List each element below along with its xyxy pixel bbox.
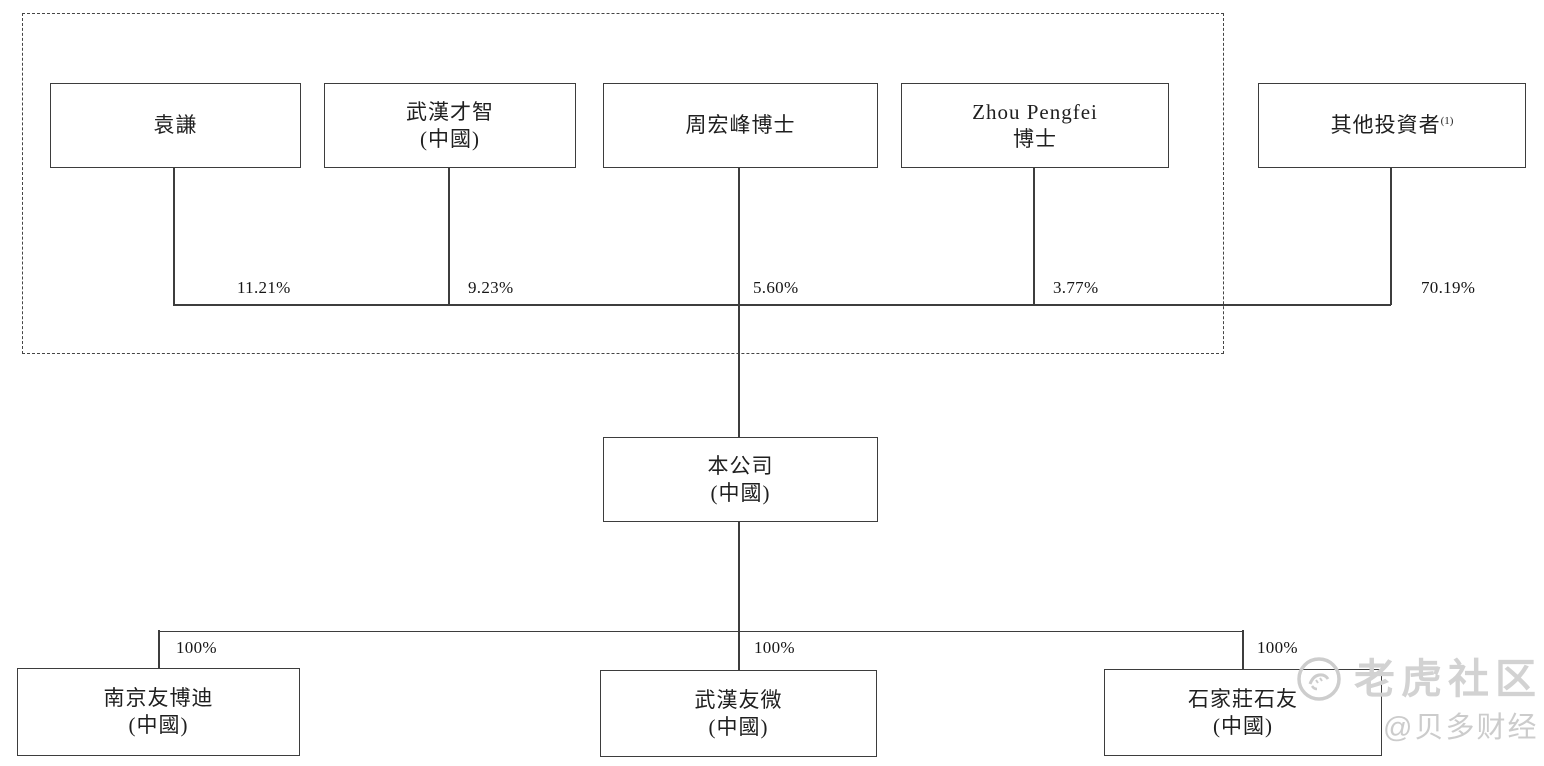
node-sublabel: (中國) <box>420 126 480 151</box>
node-label: 本公司 <box>707 453 774 478</box>
connector-otherinvestors-drop <box>1390 166 1392 305</box>
node-label: 南京友博迪 <box>103 686 214 710</box>
connector-shijiazhuang-drop <box>1242 630 1244 670</box>
pct-zhouhongfeng: 5.60% <box>753 278 799 297</box>
connector-wuhanyouwei-drop <box>738 630 740 671</box>
node-label: 周宏峰博士 <box>685 113 796 137</box>
node-label: Zhou Pengfei <box>972 99 1098 124</box>
node-subsidiary-wuhanyouwei: 武漢友微 (中國) <box>600 670 877 757</box>
connector-shareholders-bus <box>173 304 1391 306</box>
pct-other-investors: 70.19% <box>1421 278 1476 297</box>
node-company: 本公司 (中國) <box>603 437 878 522</box>
watermark-brand-text: 老虎社区 <box>1354 656 1542 702</box>
node-label: 其他投資者(1) <box>1330 113 1454 137</box>
node-label: 武漢友微 <box>694 687 783 712</box>
shareholder-group-dashed-outline <box>22 13 1224 354</box>
node-shareholder-zhoupengfei: Zhou Pengfei 博士 <box>901 83 1169 168</box>
connector-company-down <box>738 520 740 632</box>
node-sublabel: (中國) <box>128 713 189 737</box>
node-label: 袁謙 <box>153 113 198 137</box>
node-shareholder-wuhancaizhi: 武漢才智 (中國) <box>324 83 576 168</box>
node-sublabel: (中國) <box>708 714 769 739</box>
node-sublabel: 博士 <box>1013 126 1057 151</box>
node-label: 武漢才智 <box>406 99 494 124</box>
node-shareholder-yuanqian: 袁謙 <box>50 83 301 168</box>
connector-zhouhongfeng-to-company <box>738 166 740 437</box>
pct-zhoupengfei: 3.77% <box>1053 278 1099 297</box>
node-subsidiary-shijiazhuang: 石家莊石友 (中國) <box>1104 669 1382 756</box>
footnote-marker: (1) <box>1440 115 1454 127</box>
pct-wuhancaizhi: 9.23% <box>468 278 514 297</box>
watermark-handle-text: @贝多财经 <box>1383 712 1539 744</box>
node-shareholder-zhouhongfeng: 周宏峰博士 <box>603 83 878 168</box>
pct-shijiazhuang: 100% <box>1257 638 1298 657</box>
tiger-community-logo-icon <box>1296 656 1342 702</box>
connector-subsidiaries-bus <box>158 630 1243 632</box>
pct-wuhanyouwei: 100% <box>754 638 795 657</box>
connector-wuhancaizhi-drop <box>448 166 450 305</box>
pct-nanjing: 100% <box>176 638 217 657</box>
node-label: 石家莊石友 <box>1188 686 1298 711</box>
connector-zhoupengfei-drop <box>1033 166 1035 305</box>
node-sublabel: (中國) <box>710 480 771 505</box>
node-shareholder-other-investors: 其他投資者(1) <box>1258 83 1526 168</box>
connector-yuanqian-drop <box>173 166 175 305</box>
node-sublabel: (中國) <box>1213 713 1273 738</box>
node-subsidiary-nanjing: 南京友博迪 (中國) <box>17 668 300 756</box>
connector-nanjing-drop <box>158 630 160 669</box>
pct-yuanqian: 11.21% <box>237 278 291 297</box>
